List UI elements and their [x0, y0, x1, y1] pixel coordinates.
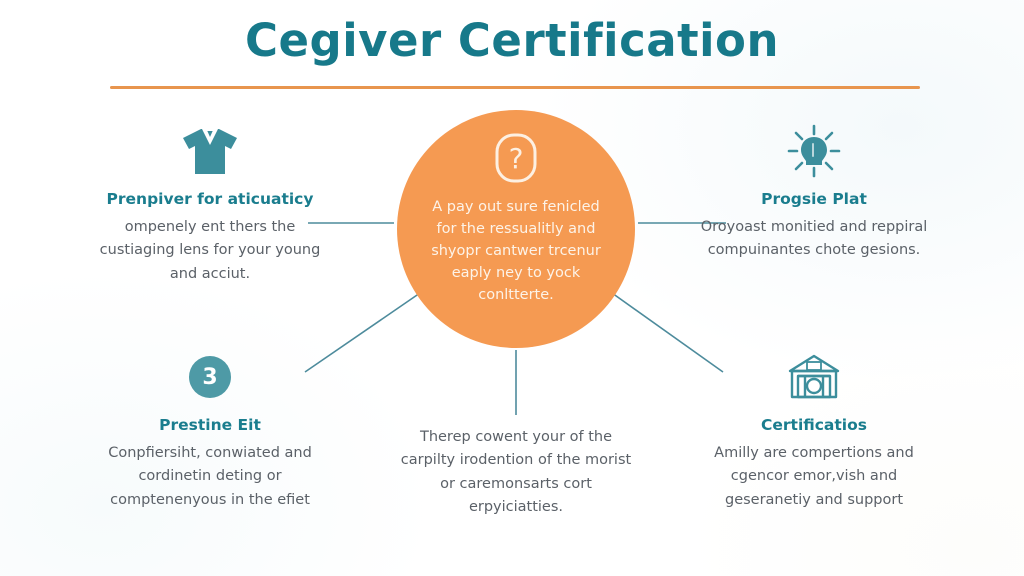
node-top-left-title: Prenpiver for aticuaticy	[106, 190, 314, 208]
node-bottom-left-body: Conpfiersiht, conwiated and cordinetin d…	[108, 445, 312, 508]
node-bottom-center[interactable]: Therep cowent your of the carpilty irode…	[398, 426, 634, 520]
title-divider	[110, 86, 920, 89]
node-top-right-title: Progsie Plat	[761, 190, 867, 208]
node-bottom-left-title: Prestine Eit	[159, 416, 261, 434]
node-top-left[interactable]: Prenpiver for aticuaticy ompenely ent th…	[96, 122, 324, 286]
scrubs-shirt-icon	[181, 122, 239, 180]
node-top-right[interactable]: Progsie Plat Oroyoast monitied and reppi…	[700, 122, 928, 263]
node-bottom-center-body: Therep cowent your of the carpilty irode…	[400, 429, 632, 516]
node-top-left-body: ompenely ent thers the custiaging lens f…	[99, 219, 321, 282]
node-top-right-body: Oroyoast monitied and reppiral compuinan…	[700, 219, 928, 259]
lightbulb-icon	[785, 122, 843, 180]
question-mark-icon: ?	[495, 133, 537, 183]
number-badge-3-icon: 3	[189, 348, 231, 406]
svg-text:?: ?	[509, 142, 524, 175]
hub-description: A pay out sure fenicled for the ressuali…	[431, 199, 601, 304]
institution-building-icon	[786, 348, 842, 406]
node-bottom-right-title: Certificatios	[761, 416, 867, 434]
badge-number: 3	[189, 356, 231, 398]
node-bottom-right[interactable]: Certificatios Amilly are compertions and…	[700, 348, 928, 512]
page-title: Cegiver Certification	[245, 14, 779, 67]
node-bottom-right-body: Amilly are compertions and cgencor emor,…	[714, 445, 914, 508]
center-hub[interactable]: ? A pay out sure fenicled for the ressua…	[397, 110, 635, 348]
node-bottom-left[interactable]: 3 Prestine Eit Conpfiersiht, conwiated a…	[96, 348, 324, 512]
